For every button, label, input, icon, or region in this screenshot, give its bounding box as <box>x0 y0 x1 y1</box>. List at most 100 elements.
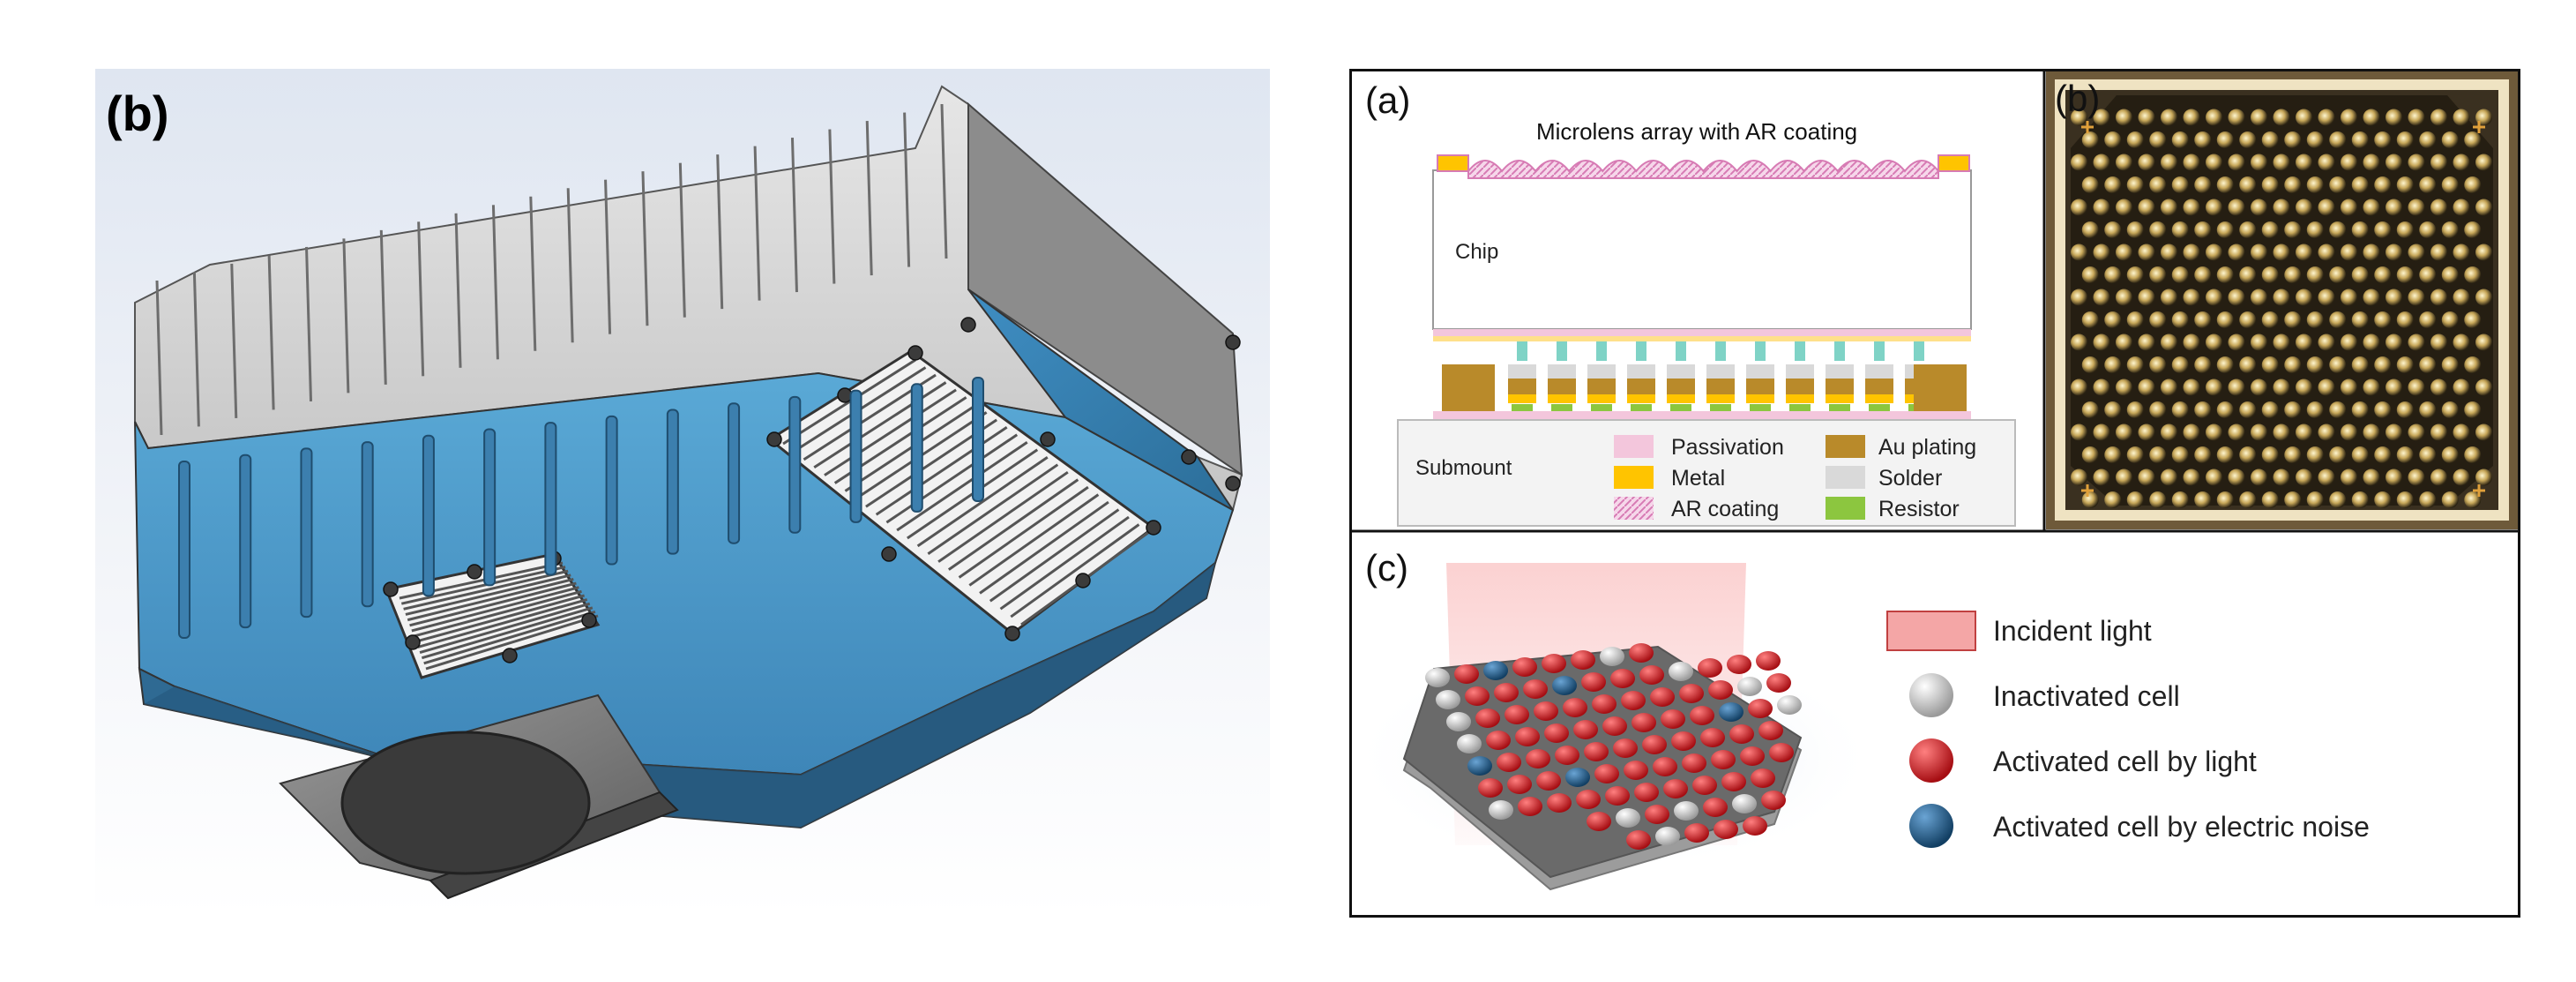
lens-dot <box>2284 176 2302 193</box>
small-heatsink-fin <box>423 610 596 665</box>
small-heatsink-fin <box>403 569 569 611</box>
lens-dot <box>2206 154 2222 171</box>
lens-dot <box>2284 131 2302 148</box>
lens-dot <box>2071 469 2087 486</box>
bolt <box>1075 573 1091 588</box>
lens-dot <box>2374 221 2392 238</box>
metal-bump <box>1667 394 1695 403</box>
lens-dot <box>2441 401 2459 418</box>
bolt <box>405 634 421 650</box>
heatsink-fin <box>491 205 499 360</box>
pixel-cell <box>1552 676 1577 695</box>
submount-passivation <box>1433 411 1971 420</box>
pixel-cell <box>1446 712 1471 731</box>
au-plating-bump <box>1786 379 1814 394</box>
left-panel-label: (b) <box>106 86 169 141</box>
small-heatsink-fin <box>419 602 591 654</box>
lens-dot <box>2441 131 2459 148</box>
lens-dot <box>2341 109 2357 126</box>
lens-dot <box>2149 176 2167 193</box>
lens-dot <box>2475 379 2492 396</box>
lens-dot <box>2239 356 2257 373</box>
small-heatsink-fin <box>413 589 582 638</box>
legend-resistor: Resistor <box>1878 497 1960 521</box>
lens-dot <box>2149 491 2167 508</box>
lens-dot <box>2363 424 2380 441</box>
lens-dot <box>2093 289 2110 306</box>
small-heatsink-fin <box>417 598 588 648</box>
legend-activated-noise: Activated cell by electric noise <box>1993 811 2370 843</box>
lens-dot <box>2161 379 2177 396</box>
pixel-cell <box>1544 723 1569 743</box>
lens-dot <box>2273 334 2290 351</box>
lens-dot <box>2251 199 2267 216</box>
lens-dot <box>2464 401 2482 418</box>
pixel-cell <box>1669 662 1693 681</box>
pixel-cell <box>1605 786 1630 806</box>
lens-dot <box>2396 491 2414 508</box>
pixel-cell <box>1621 691 1646 710</box>
pixel-cell <box>1719 702 1743 722</box>
lens-dot <box>2206 379 2222 396</box>
small-heatsink-fin <box>415 594 586 643</box>
lens-dot <box>2419 176 2437 193</box>
lens-dot <box>2318 109 2335 126</box>
lens-dot <box>2126 311 2144 328</box>
legend-swatch-activated-noise <box>1909 804 1953 848</box>
lens-dot <box>2296 379 2312 396</box>
lens-dot <box>2363 199 2380 216</box>
lens-dot <box>2194 446 2212 463</box>
lens-dot <box>2071 289 2087 306</box>
lens-dot <box>2341 154 2357 171</box>
lens-dot <box>2419 221 2437 238</box>
lens-dot <box>2126 401 2144 418</box>
pixel-cell <box>1616 808 1640 828</box>
pixel-cell <box>1679 684 1704 703</box>
lens-dot <box>2216 221 2234 238</box>
lens-dot <box>2081 131 2099 148</box>
lens-dot <box>2351 356 2369 373</box>
lens-dot <box>2419 131 2437 148</box>
lens-dot <box>2161 469 2177 486</box>
right-figure-svg: (a) Microlens array with AR coating Chip… <box>1349 69 2520 918</box>
resistor-bump <box>1591 404 1612 411</box>
lens-dot <box>2261 131 2279 148</box>
lens-dot <box>2239 131 2257 148</box>
resistor-bump <box>1869 404 1890 411</box>
lens-dot <box>2329 311 2347 328</box>
lens-dot <box>2329 131 2347 148</box>
enclosure-rib <box>788 395 802 534</box>
lens-dot <box>2071 154 2087 171</box>
lens-dot <box>2251 469 2267 486</box>
bolt <box>881 546 897 562</box>
pixel-cell <box>1634 783 1659 802</box>
panel-c-label: (c) <box>1365 547 1408 588</box>
edge-bond-left <box>1442 364 1495 413</box>
small-heatsink-fin <box>407 578 574 622</box>
pixel-cell <box>1584 742 1609 761</box>
lens-dot <box>2306 176 2324 193</box>
legend-activated-light: Activated cell by light <box>1993 746 2257 777</box>
lens-dot <box>2464 131 2482 148</box>
pixel-cell <box>1743 816 1767 836</box>
edge-bond-right <box>1914 364 1967 413</box>
pixel-cell <box>1571 650 1595 670</box>
legend-swatch-solder <box>1826 466 1865 489</box>
lens-dot <box>2171 401 2189 418</box>
large-heatsink-fin <box>896 441 1028 532</box>
pixel-cell <box>1512 657 1537 677</box>
lens-dot <box>2318 244 2335 261</box>
bolt <box>907 345 923 361</box>
lens-dot <box>2228 199 2245 216</box>
bolt <box>581 612 597 628</box>
bump-pillar <box>1874 341 1885 361</box>
lens-dot <box>2228 379 2245 396</box>
bump-pillar <box>1557 341 1567 361</box>
lens-dot <box>2081 401 2099 418</box>
lens-dot <box>2396 356 2414 373</box>
legend-passivation: Passivation <box>1671 435 1784 460</box>
lens-dot <box>2419 266 2437 283</box>
lens-dot <box>2284 401 2302 418</box>
lens-dot <box>2183 244 2200 261</box>
lens-dot <box>2419 401 2437 418</box>
